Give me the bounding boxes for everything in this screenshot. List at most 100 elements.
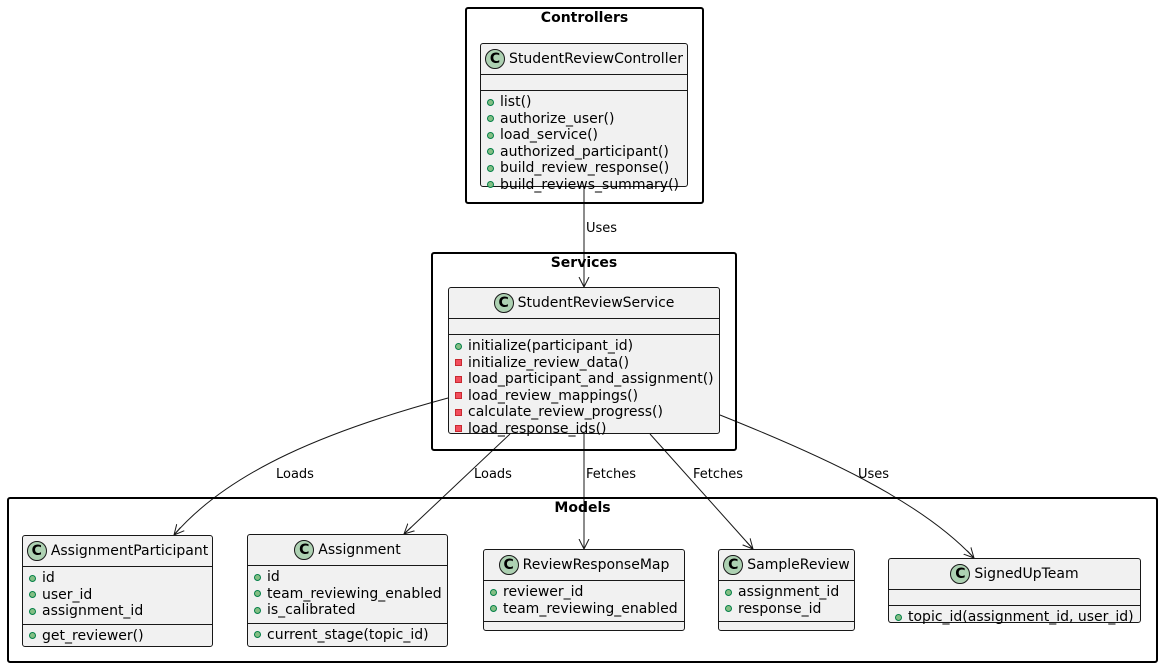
public-visibility-icon xyxy=(29,574,36,582)
edge-label-fetches-review-response-map: Fetches xyxy=(586,467,637,482)
method-text: load_participant_and_assignment() xyxy=(468,371,714,388)
method-row: current_stage(topic_id) xyxy=(248,627,447,644)
method-row: get_reviewer() xyxy=(23,628,212,645)
method-row: initialize(participant_id) xyxy=(449,338,719,355)
field-row: response_id xyxy=(719,601,854,618)
public-visibility-icon xyxy=(490,588,497,596)
field-row: user_id xyxy=(23,587,212,604)
edge-label-loads-assignment: Loads xyxy=(474,467,512,482)
class-type-icon: C xyxy=(950,564,971,584)
class-type-icon: C xyxy=(26,541,47,561)
class-name: SignedUpTeam xyxy=(974,566,1079,582)
class-methods-section xyxy=(719,621,854,637)
method-row: load_review_mappings() xyxy=(449,388,719,405)
package-services: Services xyxy=(431,252,737,451)
method-text: initialize(participant_id) xyxy=(468,338,634,355)
field-row: team_reviewing_enabled xyxy=(484,601,684,618)
field-row: team_reviewing_enabled xyxy=(248,586,447,603)
public-visibility-icon xyxy=(254,573,261,581)
public-visibility-icon xyxy=(254,590,261,598)
field-text: response_id xyxy=(738,600,822,617)
method-row: load_service() xyxy=(481,127,687,144)
method-row: list() xyxy=(481,94,687,111)
package-title-models: Models xyxy=(554,500,611,516)
edge-service-to-signed-up-team xyxy=(719,414,974,558)
method-row: authorize_user() xyxy=(481,111,687,128)
method-text: initialize_review_data() xyxy=(468,354,630,371)
field-text: reviewer_id xyxy=(503,584,584,601)
field-row: id xyxy=(23,570,212,587)
private-visibility-icon xyxy=(455,392,462,400)
method-text: current_stage(topic_id) xyxy=(267,626,429,643)
public-visibility-icon xyxy=(29,632,36,640)
public-visibility-icon xyxy=(725,588,732,596)
method-text: calculate_review_progress() xyxy=(468,404,663,421)
public-visibility-icon xyxy=(29,607,36,615)
method-text: authorize_user() xyxy=(500,110,615,127)
package-title-controllers: Controllers xyxy=(540,10,629,26)
method-text: get_reviewer() xyxy=(42,627,144,644)
field-text: user_id xyxy=(42,586,93,603)
field-text: team_reviewing_enabled xyxy=(267,585,442,602)
class-fields-section xyxy=(481,74,687,90)
method-text: build_reviews_summary() xyxy=(500,176,680,193)
public-visibility-icon xyxy=(487,181,494,189)
class-methods-section: current_stage(topic_id) xyxy=(248,622,447,648)
edge-label-uses-controller: Uses xyxy=(586,221,618,236)
class-type-icon: C xyxy=(294,540,315,560)
method-text: list() xyxy=(500,94,532,111)
class-type-icon: C xyxy=(498,555,519,575)
private-visibility-icon xyxy=(455,408,462,416)
public-visibility-icon xyxy=(487,98,494,106)
method-row: load_response_ids() xyxy=(449,421,719,438)
field-text: assignment_id xyxy=(42,603,144,620)
public-visibility-icon xyxy=(487,115,494,123)
public-visibility-icon xyxy=(487,148,494,156)
class-name: ReviewResponseMap xyxy=(522,557,670,573)
edge-label-loads-participant: Loads xyxy=(276,467,314,482)
public-visibility-icon xyxy=(254,631,261,639)
edge-service-to-sample-review xyxy=(649,433,753,549)
method-row: build_reviews_summary() xyxy=(481,177,687,194)
field-row: id xyxy=(248,569,447,586)
class-methods-section xyxy=(484,621,684,637)
public-visibility-icon xyxy=(455,342,462,350)
method-text: build_review_response() xyxy=(500,160,670,177)
method-row: topic_id(assignment_id, user_id) xyxy=(889,609,1140,626)
class-name: AssignmentParticipant xyxy=(50,543,209,559)
field-text: id xyxy=(267,569,280,586)
field-row: reviewer_id xyxy=(484,584,684,601)
private-visibility-icon xyxy=(455,425,462,433)
method-row: initialize_review_data() xyxy=(449,355,719,372)
method-row: calculate_review_progress() xyxy=(449,404,719,421)
field-text: is_calibrated xyxy=(267,602,356,619)
class-type-icon: C xyxy=(493,293,514,313)
class-name: StudentReviewService xyxy=(517,295,675,311)
public-visibility-icon xyxy=(254,606,261,614)
private-visibility-icon xyxy=(455,375,462,383)
method-text: topic_id(assignment_id, user_id) xyxy=(908,609,1134,626)
class-methods-section: get_reviewer() xyxy=(23,623,212,649)
field-row: assignment_id xyxy=(719,584,854,601)
package-title-services: Services xyxy=(550,255,618,271)
class-type-icon: C xyxy=(485,49,506,69)
class-name: Assignment xyxy=(318,542,401,558)
method-row: authorized_participant() xyxy=(481,144,687,161)
method-text: load_review_mappings() xyxy=(468,387,639,404)
class-type-icon: C xyxy=(723,555,744,575)
